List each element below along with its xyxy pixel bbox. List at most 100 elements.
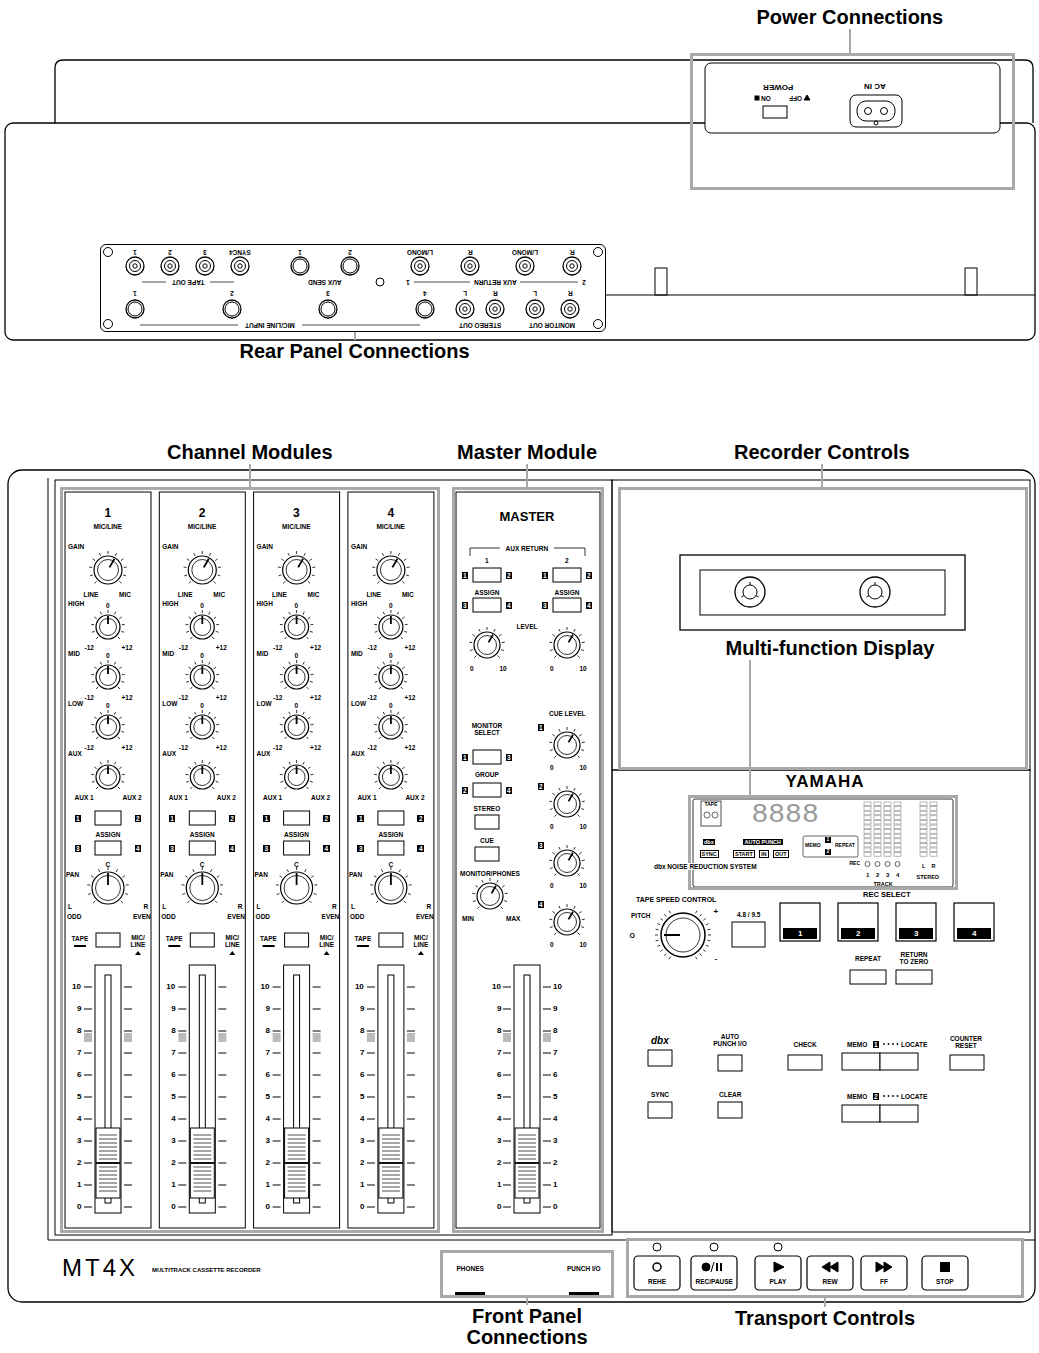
knob-pointer — [110, 559, 115, 568]
indicator-lamp — [774, 1243, 782, 1251]
fader-ridge — [99, 1159, 117, 1160]
knob — [379, 765, 403, 789]
knob-tick — [123, 574, 126, 576]
scale-tick — [503, 1185, 511, 1186]
scale-tick — [273, 1119, 281, 1120]
knob-tick — [574, 906, 575, 909]
knob-tick — [93, 559, 95, 561]
jack-hole — [533, 307, 537, 311]
jack — [461, 257, 479, 275]
scale-tick — [84, 987, 92, 988]
knob-tick — [89, 567, 92, 568]
knob-tick — [209, 662, 210, 665]
knob-tick — [397, 712, 398, 715]
meter-segment — [874, 825, 881, 829]
fader-scale: 0 — [266, 1203, 270, 1212]
rear-jack-label: 1 — [298, 249, 302, 256]
knob-tick — [281, 559, 283, 561]
knob-cap — [558, 636, 577, 655]
panel-label: MEMO — [847, 1041, 867, 1048]
knob-tick — [372, 567, 375, 568]
rear-jack-label: 1 — [406, 279, 410, 286]
scale-tick — [543, 1009, 551, 1010]
knob-tick — [390, 710, 391, 713]
knob-tick — [375, 631, 378, 633]
panel-label: -12 — [367, 644, 376, 651]
scale-tick — [124, 1163, 132, 1164]
fader-scale: 1 — [497, 1181, 501, 1190]
panel-label: ASSIGN — [190, 831, 215, 838]
rear-jack-label: OFF — [789, 95, 802, 102]
jack — [411, 257, 429, 275]
knob-tick — [383, 612, 384, 615]
knob-tick — [376, 559, 378, 561]
knob-tick — [405, 724, 408, 725]
scale-tick — [543, 1097, 551, 1098]
knob-tick — [707, 940, 710, 942]
panel-label: ASSIGN — [475, 589, 500, 596]
panel-label: AUX — [162, 750, 176, 757]
button-mark — [135, 951, 141, 955]
panel-label: LOCATE — [901, 1041, 927, 1048]
fader-ridge — [518, 1143, 536, 1144]
scale-tick — [273, 1207, 281, 1208]
reel-spoke — [866, 596, 869, 598]
knob-tick — [215, 901, 217, 903]
fader-scale: 9 — [360, 1005, 364, 1014]
fader-scale: 7 — [77, 1049, 81, 1058]
dot — [888, 1095, 890, 1097]
fader-scale: 7 — [360, 1049, 364, 1058]
meter-segment — [894, 839, 901, 843]
panel-label: 10 — [580, 941, 587, 948]
fast-forward-icon — [876, 1262, 892, 1272]
scale-tick — [218, 1097, 226, 1098]
knob-tick — [296, 760, 297, 763]
fader-scale: 4 — [553, 1115, 557, 1124]
knob-tick — [277, 893, 280, 895]
knob-tick — [122, 674, 125, 675]
panel-label: O — [630, 932, 635, 940]
fader-scale: 5 — [497, 1093, 501, 1102]
knob-tick — [214, 617, 216, 619]
knob-tick — [550, 867, 553, 869]
knob-tick — [390, 610, 391, 613]
region-heading: Transport Controls — [735, 1308, 915, 1329]
fader-ridge — [193, 1155, 211, 1156]
knob-tick — [303, 712, 304, 715]
scale-tick — [543, 987, 551, 988]
knob-tick — [289, 662, 290, 665]
jack — [161, 257, 179, 275]
knob — [190, 615, 214, 639]
jack-ring — [200, 261, 211, 272]
knob-tick — [282, 901, 284, 903]
knob-tick — [94, 667, 96, 669]
knob-tick — [108, 660, 109, 663]
panel-label: PAN — [66, 871, 79, 878]
panel-label: MIC/LINE — [282, 523, 311, 530]
knob-tick — [289, 712, 290, 715]
fader-ridge — [99, 1191, 117, 1192]
panel-button — [718, 1055, 742, 1071]
knob-tick — [288, 553, 289, 556]
jack-ring — [293, 259, 307, 273]
scale-tick — [543, 1141, 551, 1142]
knob-tick — [308, 667, 310, 669]
jack-hole — [523, 264, 527, 268]
panel-label: L — [162, 903, 166, 910]
jack — [563, 257, 581, 275]
rear-jack-label: MIC/LINE INPUT — [245, 322, 295, 329]
fader-ridge — [515, 1162, 539, 1164]
knob — [96, 665, 120, 689]
knob-tick — [186, 681, 189, 683]
fader-ridge — [285, 1162, 309, 1164]
fader-ridge — [288, 1151, 306, 1152]
scale-tick — [273, 1097, 281, 1098]
meter-segment — [894, 816, 901, 820]
panel-label: -12 — [273, 744, 282, 751]
knob-tick — [377, 617, 379, 619]
region-heading: Multi-function Display — [726, 638, 935, 659]
panel-label: OUT — [773, 850, 789, 858]
number-badge: 1 — [538, 724, 545, 731]
knob-tick — [296, 610, 297, 613]
fader-scale: 2 — [77, 1159, 81, 1168]
